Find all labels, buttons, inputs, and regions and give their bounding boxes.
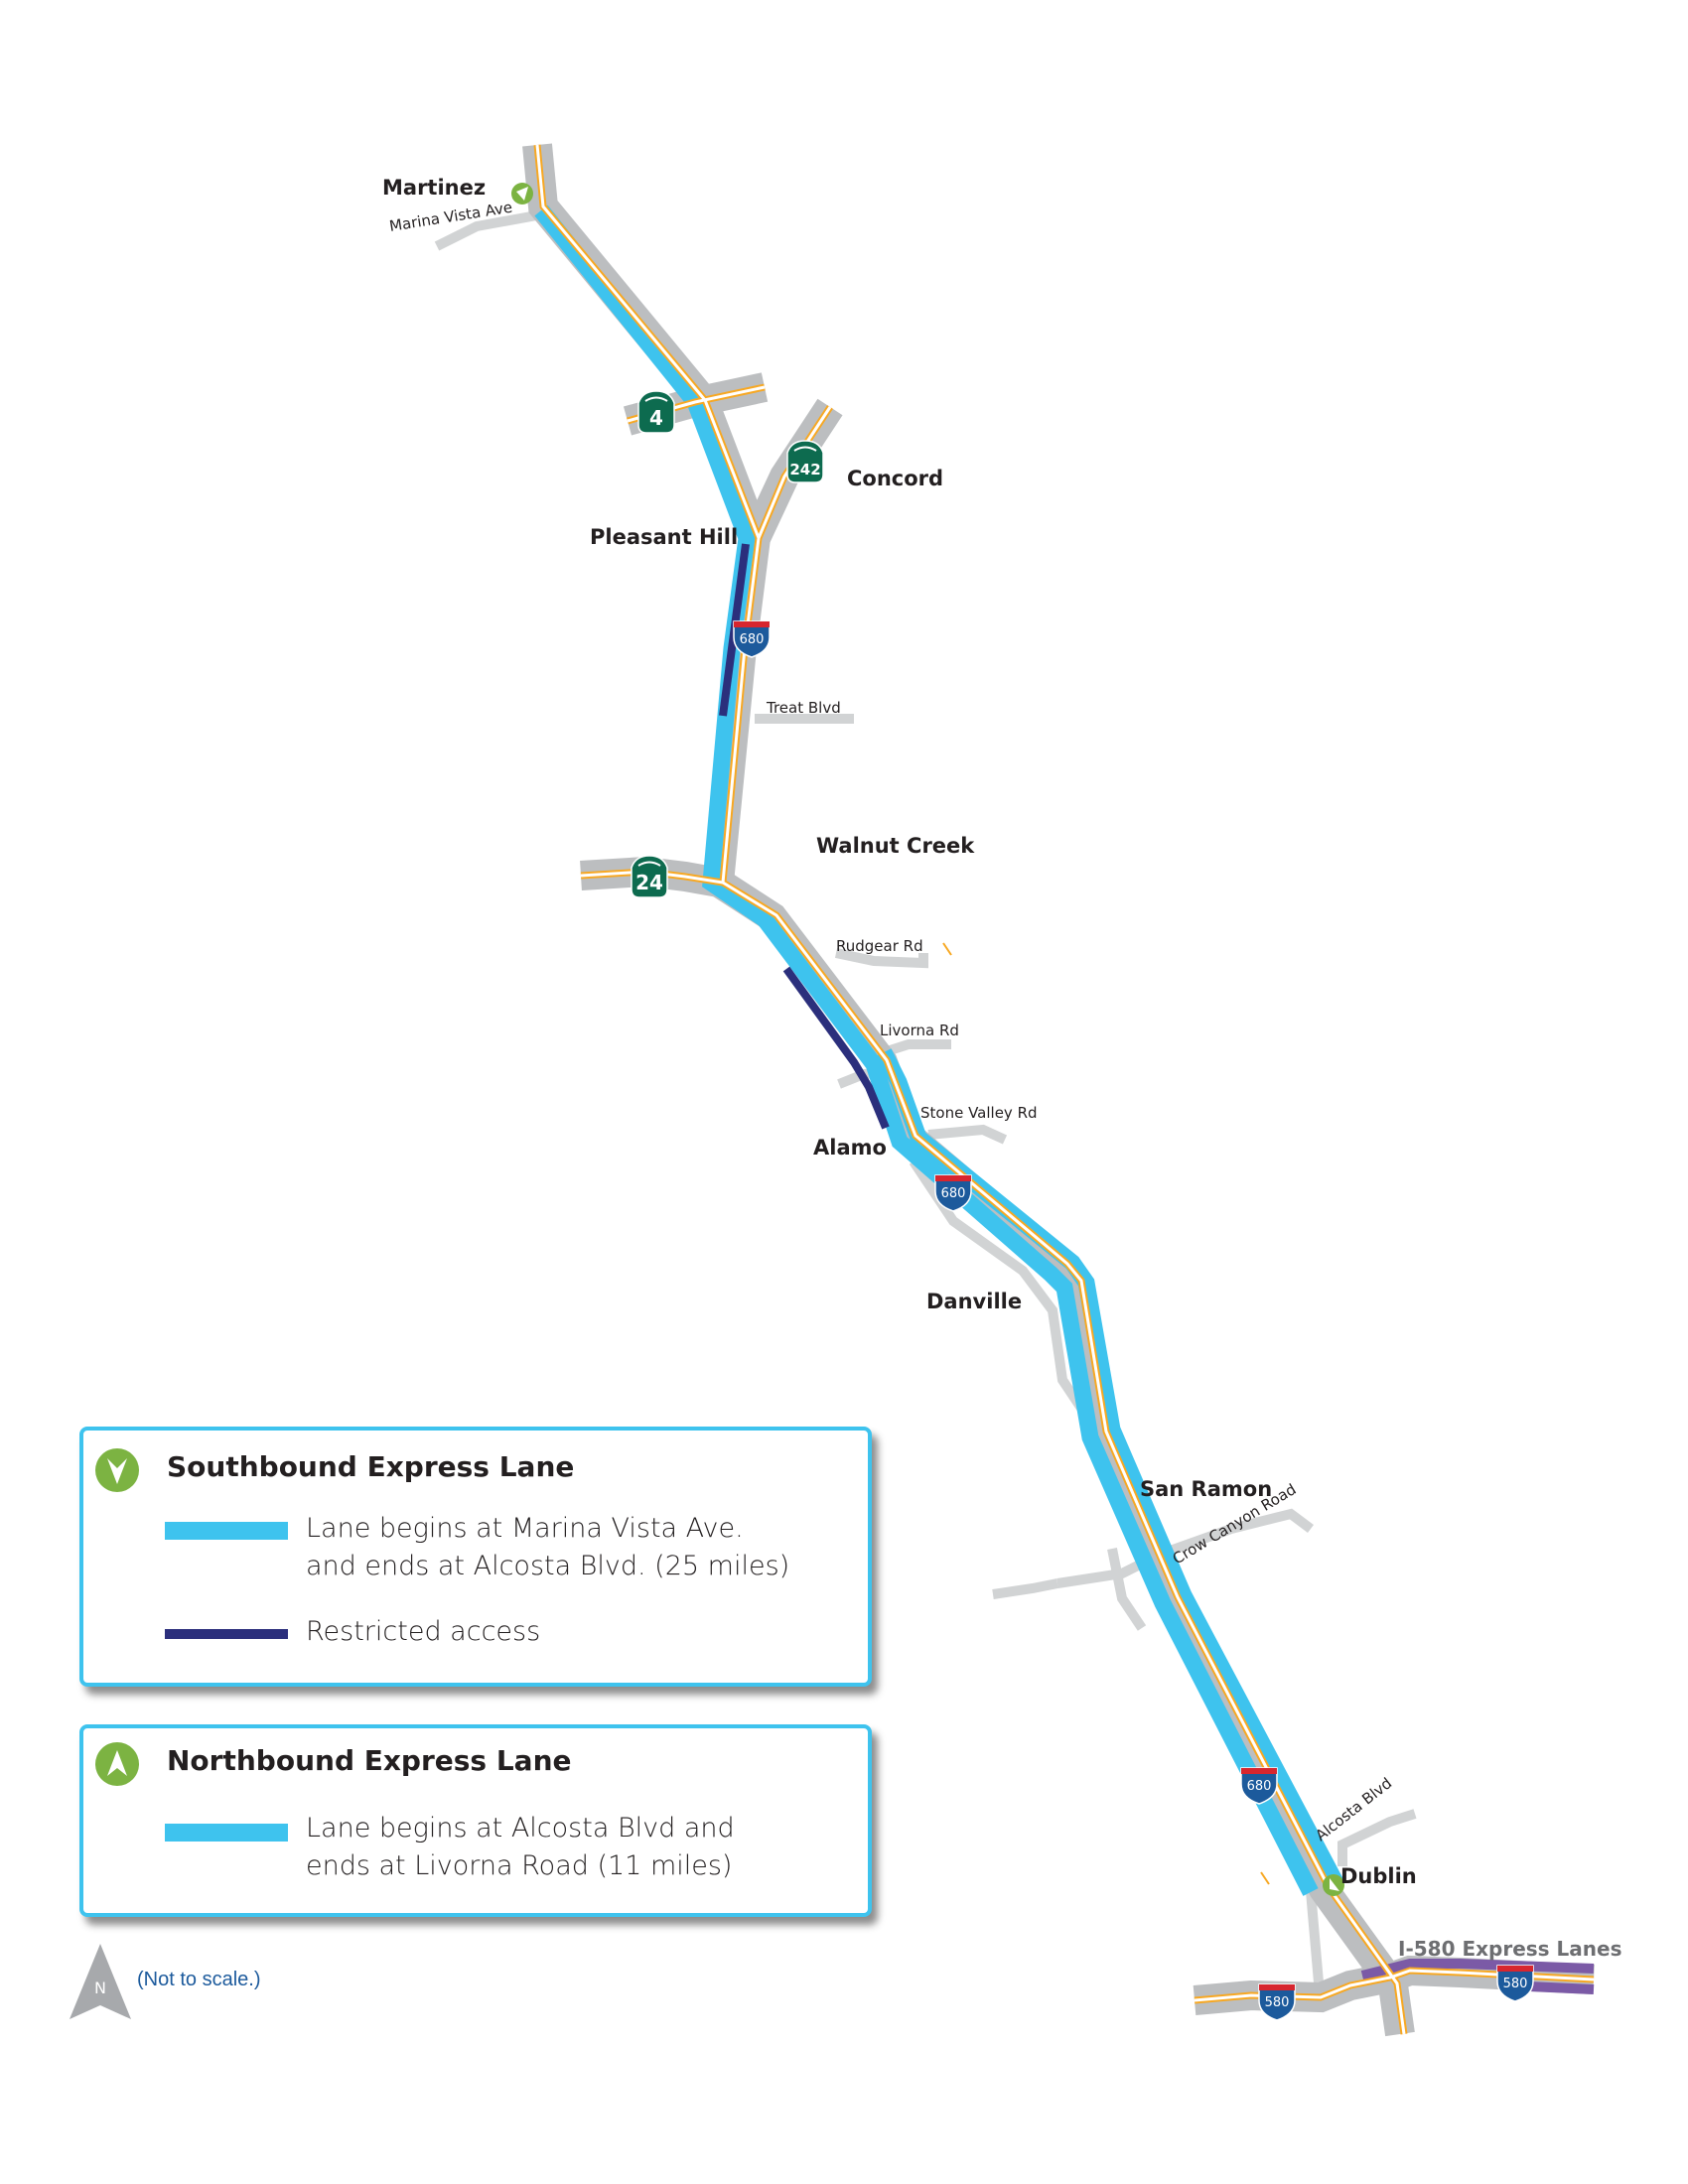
northbound-start-marker (1323, 1874, 1344, 1896)
scale-note: (Not to scale.) (137, 1969, 261, 1990)
southbound-express-lane (534, 205, 1319, 1896)
state-route-shield-icon: 242 (786, 440, 824, 483)
express-lane-swatch (165, 1824, 288, 1842)
northbound-legend-title: Northbound Express Lane (167, 1744, 572, 1777)
northbound-lane-description: Lane begins at Alcosta Blvd and ends at … (306, 1813, 735, 1881)
city-label: Martinez (382, 176, 486, 200)
street-crow-canyon-west (992, 1578, 1058, 1599)
interstate-shield-icon: 680 (934, 1174, 972, 1212)
northbound-arrow-icon (95, 1742, 139, 1786)
street-label: Rudgear Rd (836, 937, 923, 955)
city-label: Walnut Creek (816, 834, 975, 858)
city-label: Alamo (813, 1136, 887, 1160)
restricted-access-description: Restricted access (306, 1616, 541, 1647)
street-marina-vista (434, 209, 543, 251)
restricted-access-swatch (165, 1629, 288, 1639)
southbound-lane-description: Lane begins at Marina Vista Ave. and end… (306, 1513, 790, 1581)
street-label: Marina Vista Ave (388, 199, 513, 235)
interstate-shield-icon: 680 (1240, 1767, 1278, 1805)
street-livorna (882, 1039, 951, 1057)
city-label: Concord (847, 467, 943, 490)
tick-mark (1260, 1871, 1270, 1885)
state-route-shield-icon: 24 (631, 855, 668, 898)
restricted-alamo (782, 966, 890, 1130)
tick-mark (942, 942, 952, 956)
southbound-start-marker (511, 183, 533, 205)
svg-text:4: 4 (649, 406, 663, 430)
street-label: Livorna Rd (880, 1022, 959, 1039)
i580-express-lanes-label: I-580 Express Lanes (1398, 1937, 1621, 1961)
city-label: Danville (926, 1290, 1022, 1313)
street-alcosta (1337, 1809, 1417, 1866)
southbound-legend-title: Southbound Express Lane (167, 1450, 575, 1483)
north-arrow-icon: N (68, 1944, 133, 2025)
express-lane-swatch (165, 1522, 288, 1540)
northbound-legend: Northbound Express Lane Lane begins at A… (79, 1724, 872, 1917)
interstate-shield-icon: 680 (733, 620, 771, 658)
svg-text:680: 680 (941, 1186, 966, 1201)
svg-text:580: 580 (1265, 1995, 1290, 2010)
svg-text:680: 680 (1247, 1779, 1272, 1794)
state-route-shield-icon: 4 (637, 390, 675, 434)
street-danville-frontage (909, 1159, 1087, 1413)
interstate-shield-icon: 580 (1496, 1965, 1534, 2002)
street-label: Treat Blvd (766, 699, 841, 717)
state-route-shields: 4 242 24 (631, 390, 824, 898)
interstate-shields: 680 680 680 580 580 (733, 620, 1534, 2021)
street-label: Stone Valley Rd (920, 1104, 1038, 1122)
city-label: Pleasant Hill (590, 525, 738, 549)
svg-text:680: 680 (740, 632, 765, 647)
southbound-arrow-icon (95, 1448, 139, 1492)
street-frontage-sr (1107, 1548, 1147, 1631)
street-stone-valley (927, 1124, 1008, 1145)
svg-text:242: 242 (789, 461, 820, 478)
svg-text:580: 580 (1503, 1977, 1528, 1991)
interstate-shield-icon: 580 (1258, 1983, 1296, 2021)
southbound-legend: Southbound Express Lane Lane begins at M… (79, 1427, 872, 1687)
city-label: San Ramon (1140, 1477, 1272, 1501)
city-label: Dublin (1340, 1864, 1417, 1888)
svg-text:24: 24 (635, 871, 663, 894)
street-crow-canyon (1056, 1508, 1314, 1588)
street-rudgear (834, 948, 928, 969)
svg-text:N: N (94, 1979, 106, 1997)
